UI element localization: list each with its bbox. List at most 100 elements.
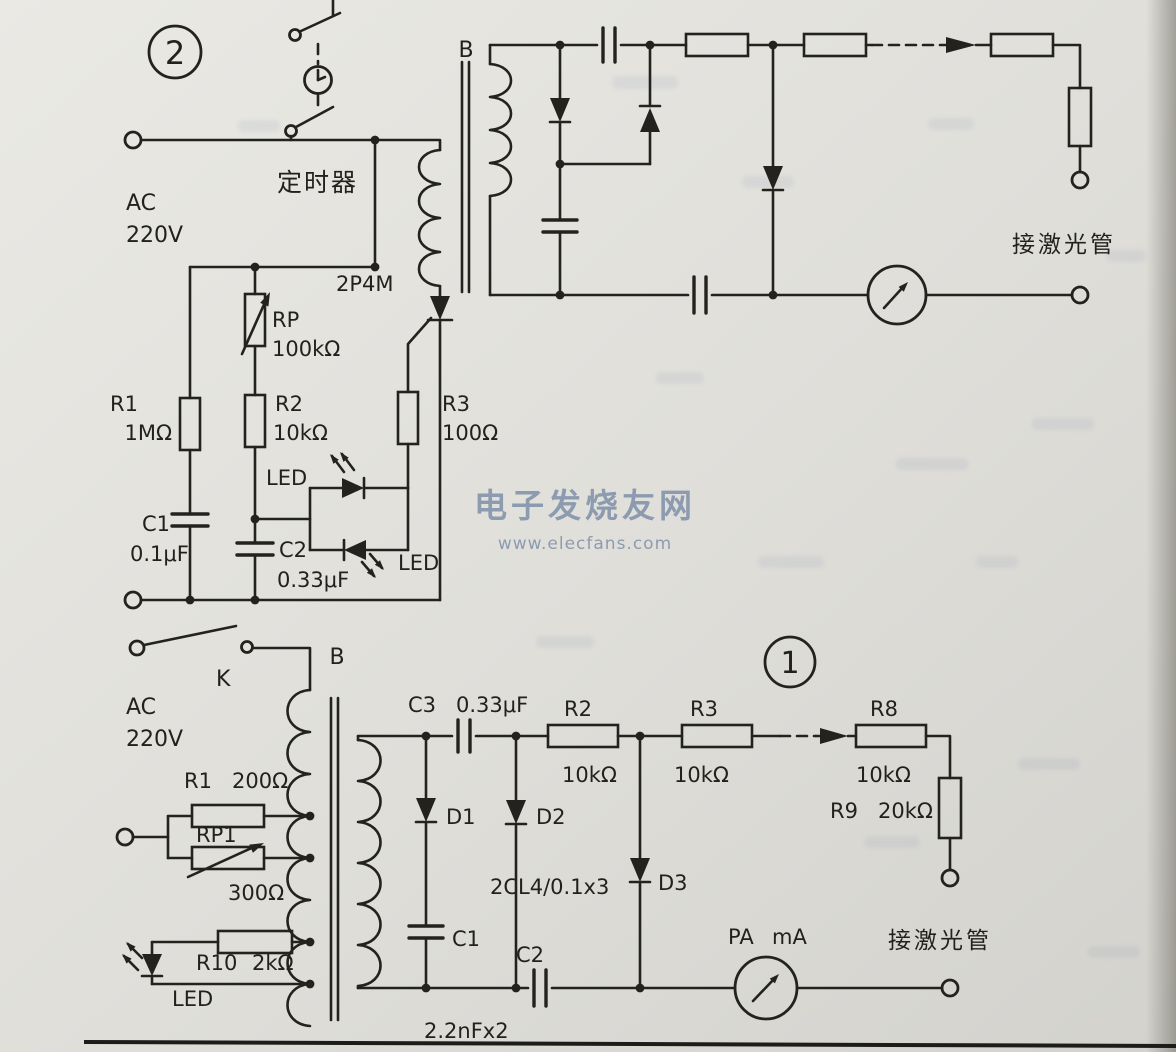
circuit-1-number: 1: [780, 646, 799, 681]
diode-d1: [416, 798, 436, 822]
bottom-junction-dots: [305, 731, 645, 993]
rp-label: RP: [272, 308, 299, 332]
r3-bottom-value: 10kΩ: [674, 763, 729, 787]
c2-label: C2: [279, 538, 307, 562]
r1-bottom-value: 200Ω: [232, 769, 288, 793]
ac-label-top: AC: [126, 191, 156, 216]
scr-label: 2P4M: [336, 272, 394, 296]
r2-bottom-value: 10kΩ: [562, 763, 617, 787]
ac-label-bottom: AC: [126, 695, 156, 720]
meter-top: [866, 264, 928, 326]
resistor-r1: [178, 396, 202, 452]
capacitor-c1: [170, 512, 210, 528]
badge-circuit-1: 1: [763, 635, 817, 689]
led-indicator-b: [342, 538, 384, 578]
laser-terminal-top-2: [1070, 285, 1090, 305]
rp1-value: 300Ω: [228, 881, 284, 905]
r10-label: R10: [196, 951, 237, 975]
rectifier-branch-1: [541, 43, 579, 297]
r8-value: 10kΩ: [856, 763, 911, 787]
hv-arrow: [946, 37, 976, 53]
meter-pa-label: PA: [728, 925, 754, 949]
r3-bottom-label: R3: [690, 697, 718, 721]
cap-value-label: 2.2nFx2: [424, 1019, 509, 1043]
watermark-title: 电子发烧友网: [474, 486, 696, 525]
c1-value: 0.1μF: [130, 542, 189, 566]
timer-switch: [284, 0, 342, 142]
circuit-bottom: 1 AC 220V K B R1 200: [115, 624, 992, 1043]
hv-return-wire: [488, 275, 1074, 315]
diode-top-2: [640, 108, 660, 132]
page-edge-shadow: [1146, 0, 1176, 1052]
diode-d2: [506, 800, 526, 824]
rp-value: 100kΩ: [272, 337, 340, 361]
laser-terminal-top-1: [1070, 170, 1090, 190]
led-bottom-label: LED: [172, 987, 213, 1011]
r2-bottom-label: R2: [564, 697, 592, 721]
pilot-led-branch: [122, 929, 312, 986]
resistor-r2: [243, 393, 267, 449]
laser-label-bottom: 接激光管: [888, 928, 992, 954]
d2-label: D2: [536, 805, 566, 829]
top-junction-dots: [185, 40, 778, 605]
hv-multiplier-wires: [488, 26, 1093, 174]
timer-label: 定时器: [277, 168, 358, 197]
meter-ma-label: mA: [772, 925, 807, 949]
watermark: 电子发烧友网 www.elecfans.com: [474, 486, 696, 554]
led-indicator-a: [330, 452, 366, 500]
diode-branch-d3: [628, 734, 652, 990]
ac-voltage-bottom: 220V: [126, 727, 183, 752]
capacitor-c2: [235, 541, 275, 557]
diode-d3: [630, 858, 650, 882]
meter-pa: [733, 955, 799, 1021]
diode-branch-d1: [407, 734, 445, 990]
r3-label: R3: [442, 392, 470, 416]
secondary-rail-wires: [356, 718, 963, 872]
rail-arrow: [820, 728, 848, 744]
rp1-label: RP1: [196, 823, 237, 847]
transformer-bottom-label: B: [329, 645, 344, 670]
diode-branch-d2: [504, 734, 528, 990]
r9-value: 20kΩ: [878, 799, 933, 823]
transformer-top-label: B: [458, 38, 473, 63]
d3-label: D3: [658, 871, 688, 895]
c1-bottom-label: C1: [452, 927, 480, 951]
primary-adjust-network: [131, 803, 312, 879]
led-b-label: LED: [398, 551, 439, 575]
c3-value: 0.33μF: [456, 693, 528, 717]
rectifier-branch-3: [761, 43, 785, 297]
diode-model-label: 2CL4/0.1x3: [490, 875, 609, 899]
switch-k: [128, 624, 312, 692]
r2-label: R2: [275, 392, 303, 416]
laser-terminal-bottom-2: [940, 978, 960, 998]
r2-value: 10kΩ: [273, 421, 328, 445]
transformer-b-top: [417, 43, 513, 297]
r1-label: R1: [110, 392, 138, 416]
watermark-url: www.elecfans.com: [498, 534, 672, 554]
page-bleedthrough-artifacts: [238, 76, 1146, 958]
r1-bottom-label: R1: [184, 769, 212, 793]
badge-circuit-2: 2: [147, 24, 203, 80]
led-bottom: [142, 954, 162, 976]
circuit-2-number: 2: [165, 34, 185, 72]
c2-bottom-label: C2: [516, 943, 544, 967]
r10-value: 2kΩ: [252, 951, 294, 975]
r1-value: 1MΩ: [124, 421, 172, 445]
switch-k-label: K: [216, 667, 231, 692]
potentiometer-rp: [240, 292, 270, 356]
c2-value: 0.33μF: [277, 568, 349, 592]
r3-value: 100Ω: [442, 421, 498, 445]
resistor-r3-gate: [396, 390, 420, 446]
thyristor-2p4m: [406, 284, 454, 602]
c3-label: C3: [408, 693, 436, 717]
c1-label: C1: [142, 512, 170, 536]
rectifier-branch-2: [558, 43, 662, 166]
clock-icon: [303, 65, 333, 95]
r8-label: R8: [870, 697, 898, 721]
diode-top-3: [763, 166, 783, 190]
scan-bottom-line: [83, 1040, 1176, 1048]
r9-label: R9: [830, 799, 858, 823]
ac-voltage-top: 220V: [126, 223, 183, 248]
